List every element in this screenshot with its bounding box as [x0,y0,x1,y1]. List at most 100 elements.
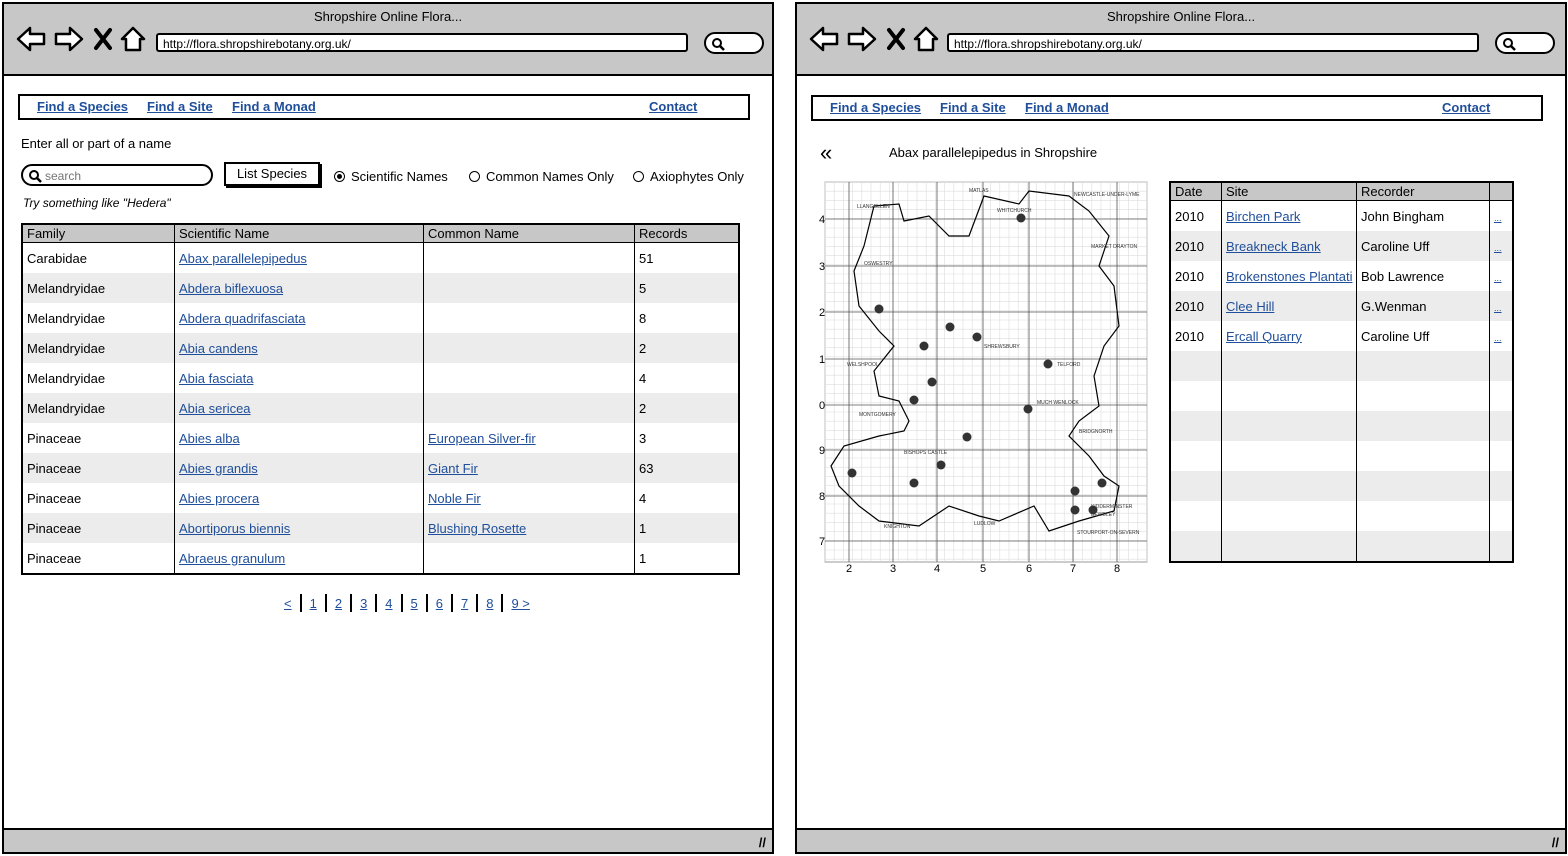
nav-find-monad[interactable]: Find a Monad [232,99,316,114]
column-header-site[interactable]: Site [1221,182,1357,201]
record-dot[interactable] [909,395,919,405]
map-place-label: WHITCHURCH [997,208,1032,214]
scientific-name-link[interactable]: Abax parallelepipedus [179,250,307,266]
browser-search-field[interactable] [704,32,764,54]
map-y-tick: 9 [819,445,825,457]
back-to-list-icon[interactable]: « [820,140,833,165]
back-icon[interactable] [809,26,839,52]
pager-page-8[interactable]: 8 [486,596,494,611]
radio-common-names[interactable]: Common Names Only [469,169,614,184]
record-dot[interactable] [874,304,884,314]
scientific-name-link[interactable]: Abies procera [179,490,260,506]
pager-page-5[interactable]: 5 [410,596,418,611]
table-header-row: Family Scientific Name Common Name Recor… [22,224,739,243]
pager-prev[interactable]: < [284,596,292,611]
record-dot[interactable] [927,377,937,387]
resize-grip-icon[interactable]: // [758,835,766,850]
record-dot[interactable] [945,322,955,332]
scientific-name-cell: Abdera biflexuosa [174,273,424,303]
site-link[interactable]: Ercall Quarry [1226,328,1302,344]
nav-contact[interactable]: Contact [649,99,698,114]
record-dot[interactable] [972,332,982,342]
site-link[interactable]: Breakneck Bank [1226,238,1321,254]
more-link[interactable]: ... [1494,212,1502,223]
search-icon [712,38,725,51]
common-name-link[interactable]: European Silver-fir [428,430,536,446]
nav-find-monad[interactable]: Find a Monad [1025,100,1109,115]
pager-page-3[interactable]: 3 [360,596,368,611]
pager-page-6[interactable]: 6 [435,596,443,611]
home-icon[interactable] [913,26,939,52]
column-header-scientific-name[interactable]: Scientific Name [174,224,424,243]
common-name-link[interactable]: Noble Fir [428,490,481,506]
site-link[interactable]: Birchen Park [1226,208,1301,224]
record-dot[interactable] [962,432,972,442]
scientific-name-link[interactable]: Abdera biflexuosa [179,280,284,296]
more-link[interactable]: ... [1494,332,1502,343]
window-title: Shropshire Online Flora... [1106,9,1256,24]
radio-axiophytes[interactable]: Axiophytes Only [633,169,744,184]
more-link[interactable]: ... [1494,302,1502,313]
record-dot[interactable] [1097,478,1107,488]
record-dot[interactable] [1043,359,1053,369]
nav-contact[interactable]: Contact [1442,100,1491,115]
nav-find-species[interactable]: Find a Species [830,100,922,115]
nav-find-species[interactable]: Find a Species [37,99,129,114]
record-dot[interactable] [1088,505,1098,515]
record-dot[interactable] [1023,404,1033,414]
scientific-name-link[interactable]: Abies grandis [179,460,258,476]
column-header-recorder[interactable]: Recorder [1356,182,1490,201]
site-link[interactable]: Brokenstones Plantati [1226,268,1353,284]
nav-find-site[interactable]: Find a Site [940,100,1006,115]
stop-icon[interactable] [94,28,112,50]
radio-scientific-names[interactable]: Scientific Names [334,169,448,184]
pager-page-4[interactable]: 4 [385,596,393,611]
record-dot[interactable] [909,478,919,488]
column-header-records[interactable]: Records [634,224,739,243]
forward-icon[interactable] [54,26,84,52]
records-cell: 1 [634,513,739,543]
radio-selected-icon [334,171,345,182]
scientific-name-link[interactable]: Abraeus granulum [179,550,286,566]
record-dot[interactable] [1070,505,1080,515]
nav-find-site[interactable]: Find a Site [147,99,213,114]
stop-icon[interactable] [887,28,905,50]
record-dot[interactable] [936,460,946,470]
list-species-button[interactable]: List Species [224,162,320,186]
pager-page-7[interactable]: 7 [461,596,469,611]
scientific-name-link[interactable]: Abies alba [179,430,240,446]
scientific-name-link[interactable]: Abia candens [179,340,258,356]
record-dot[interactable] [1016,213,1026,223]
scientific-name-link[interactable]: Abia sericea [179,400,251,416]
scientific-name-link[interactable]: Abia fasciata [179,370,254,386]
pager-page-1[interactable]: 1 [309,596,317,611]
common-name-link[interactable]: Giant Fir [428,460,478,476]
back-icon[interactable] [16,26,46,52]
browser-search-field[interactable] [1495,32,1555,54]
record-dot[interactable] [847,468,857,478]
site-link[interactable]: Clee Hill [1226,298,1275,314]
resize-grip-icon[interactable]: // [1551,835,1559,850]
recorder-cell: G.Wenman [1356,291,1490,321]
pager-last[interactable]: 9 > [511,596,530,611]
url-bar[interactable]: http://flora.shropshirebotany.org.uk/ [156,33,688,52]
more-link[interactable]: ... [1494,272,1502,283]
forward-icon[interactable] [847,26,877,52]
column-header-family[interactable]: Family [22,224,175,243]
scientific-name-link[interactable]: Abortiporus biennis [179,520,291,536]
table-header-row: Date Site Recorder [1170,182,1513,201]
column-header-common-name[interactable]: Common Name [423,224,635,243]
more-link[interactable]: ... [1494,242,1502,253]
column-header-date[interactable]: Date [1170,182,1222,201]
species-search-input[interactable] [43,168,207,184]
url-bar[interactable]: http://flora.shropshirebotany.org.uk/ [947,33,1479,52]
family-cell: Pinaceae [22,513,175,543]
scientific-name-link[interactable]: Abdera quadrifasciata [179,310,306,326]
common-name-link[interactable]: Blushing Rosette [428,520,527,536]
record-dot[interactable] [1070,486,1080,496]
pager-page-2[interactable]: 2 [334,596,343,611]
home-icon[interactable] [120,26,146,52]
record-dot[interactable] [919,341,929,351]
species-search-field[interactable] [21,164,213,186]
